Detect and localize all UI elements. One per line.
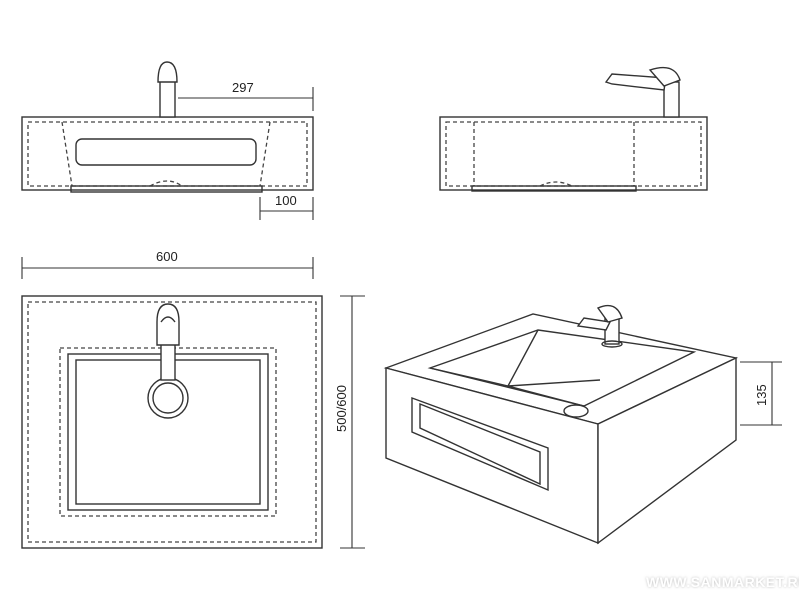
isometric-view: 135 <box>383 304 782 545</box>
dimension-label-135: 135 <box>754 384 769 406</box>
dimension-297: 297 <box>178 80 314 111</box>
dimension-135: 135 <box>740 361 782 426</box>
drain-icon <box>147 377 189 419</box>
iso-faucet-icon <box>576 304 623 348</box>
side-view <box>439 66 708 192</box>
dimension-600: 600 <box>21 249 314 279</box>
iso-drain-icon <box>563 404 589 418</box>
watermark: WWW.SANMARKET.RU <box>646 574 799 590</box>
dimension-500-600: 500/600 <box>334 295 365 549</box>
top-view: 500/600 <box>21 295 365 549</box>
front-view: 297 100 <box>21 61 314 220</box>
faucet-icon <box>157 61 178 118</box>
faucet-side-icon <box>604 66 681 118</box>
faucet-top-icon <box>156 303 180 381</box>
dimension-label-500-600: 500/600 <box>334 385 349 432</box>
dimension-label-297: 297 <box>232 80 254 95</box>
dimension-label-600: 600 <box>156 249 178 264</box>
dimension-label-100: 100 <box>275 193 297 208</box>
dimension-100: 100 <box>259 193 314 220</box>
